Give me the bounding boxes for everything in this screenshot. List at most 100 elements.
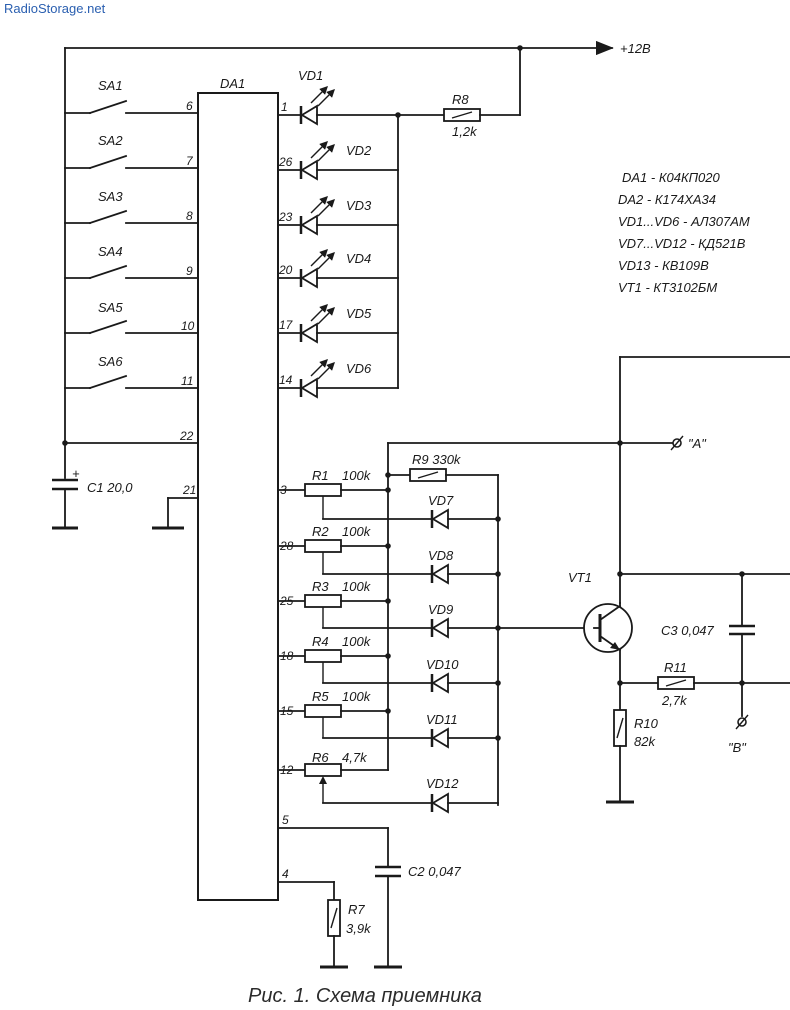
led-vd1: VD1 1 [277, 68, 399, 126]
led-label: VD4 [346, 251, 371, 266]
switch-sa5: SA5 10 [64, 300, 199, 335]
pin-number: 18 [280, 649, 294, 663]
resistor-value: 100k [342, 689, 372, 704]
diode-label: VD11 [426, 712, 458, 727]
resistor-name: R6 [312, 750, 329, 765]
resistor-value: 4,7k [342, 750, 368, 765]
pin-number: 8 [186, 209, 193, 223]
resistor-name: R5 [312, 689, 329, 704]
svg-text:+: + [72, 466, 80, 481]
supply-rail: +12В [64, 40, 651, 116]
spec-line: VD1...VD6 - АЛ307АМ [618, 214, 750, 229]
diode-label: VD9 [428, 602, 453, 617]
resistor-name: R4 [312, 634, 329, 649]
resistor-r8: R8 1,2k [395, 92, 521, 139]
tuning-row-6: 12 R6 4,7k VD12 [277, 750, 499, 814]
switch-label: SA5 [98, 300, 123, 315]
pin-number: 10 [181, 319, 195, 333]
resistor-value: 100k [342, 524, 372, 539]
spec-line: VT1 - КТ3102БМ [618, 280, 717, 295]
spec-line: VD7...VD12 - КД521В [618, 236, 746, 251]
led-vd2: VD2 26 [277, 141, 399, 181]
pin-number: 6 [186, 99, 193, 113]
point-b: "В" [728, 714, 749, 755]
switch-label: SA4 [98, 244, 123, 259]
led-label: VD5 [346, 306, 372, 321]
switch-sa4: SA4 9 [64, 244, 199, 280]
resistor-value: 3,9k [346, 921, 372, 936]
switch-label: SA6 [98, 354, 123, 369]
led-vd5: VD5 17 [277, 304, 399, 344]
led-label: VD6 [346, 361, 372, 376]
point-a-label: "А" [688, 436, 707, 451]
spec-line: DA2 - К174ХА34 [618, 192, 716, 207]
component-list: DA1 - К04КП020 DA2 - К174ХА34 VD1...VD6 … [618, 170, 750, 295]
switch-sa1: SA1 6 [64, 78, 199, 115]
resistor-value: 82k [634, 734, 656, 749]
resistor-value: 100k [342, 468, 372, 483]
tuning-row-4: 18 R4 100k VD10 [277, 634, 501, 694]
pin-number: 26 [278, 155, 293, 169]
switch-sa2: SA2 7 [64, 133, 199, 170]
pin-number: 23 [278, 210, 293, 224]
pin-number: 22 [179, 429, 194, 443]
pin-number: 17 [279, 318, 294, 332]
point-b-label: "В" [728, 740, 747, 755]
diode-label: VD10 [426, 657, 459, 672]
resistor-r11: R11 2,7k [617, 660, 790, 708]
pin-number: 11 [181, 374, 193, 388]
pin-number: 12 [280, 763, 294, 777]
led-label: VD2 [346, 143, 372, 158]
switch-label: SA1 [98, 78, 123, 93]
led-vd3: VD3 23 [277, 196, 399, 236]
diode-label: VD8 [428, 548, 454, 563]
resistor-value: 100k [342, 634, 372, 649]
transistor-label: VT1 [568, 570, 592, 585]
capacitor-c2: 5 C2 0,047 [277, 813, 462, 969]
resistor-r10: R10 82k [606, 709, 659, 804]
led-vd4: VD4 20 [277, 249, 399, 289]
led-vd6: VD6 14 [277, 359, 399, 399]
spec-line: VD13 - КВ109В [618, 258, 709, 273]
pin-number: 9 [186, 264, 193, 278]
resistor-name: R3 [312, 579, 329, 594]
tuning-row-3: 25 R3 100k VD9 [277, 579, 595, 639]
led-label: VD1 [298, 68, 323, 83]
pin-number: 7 [186, 154, 194, 168]
resistor-name: R1 [312, 468, 329, 483]
resistor-name: R2 [312, 524, 329, 539]
resistor-label: R9 330k [412, 452, 462, 467]
resistor-r9: R9 330k [385, 452, 499, 482]
pin-number: 15 [280, 704, 294, 718]
pin-number: 4 [282, 867, 289, 881]
pin-number: 25 [279, 594, 294, 608]
diode-label: VD12 [426, 776, 459, 791]
pin-number: 5 [282, 813, 289, 827]
switch-label: SA3 [98, 189, 123, 204]
resistor-r7: 4 R7 3,9k [277, 867, 372, 969]
pin-number: 21 [182, 483, 196, 497]
watermark: RadioStorage.net [4, 1, 106, 16]
supply-label: +12В [620, 41, 651, 56]
switch-sa6: SA6 11 [64, 354, 199, 390]
diode-label: VD7 [428, 493, 454, 508]
resistor-name: R10 [634, 716, 659, 731]
led-label: VD3 [346, 198, 372, 213]
capacitor-c3: C3 0,047 [617, 571, 790, 717]
ic-label: DA1 [220, 76, 245, 91]
capacitor-label: C2 0,047 [408, 864, 462, 879]
pin-22-wire: 22 [62, 429, 199, 446]
switch-sa3: SA3 8 [64, 189, 199, 225]
resistor-name: R11 [664, 660, 687, 675]
pin-number: 1 [281, 100, 288, 114]
resistor-name: R7 [348, 902, 365, 917]
pin-number: 20 [278, 263, 293, 277]
pin-number: 3 [280, 483, 287, 497]
capacitor-label: C1 20,0 [87, 480, 133, 495]
resistor-value: 2,7k [661, 693, 688, 708]
spec-line: DA1 - К04КП020 [622, 170, 721, 185]
pin-number: 28 [279, 539, 294, 553]
pin-number: 14 [279, 373, 293, 387]
switch-label: SA2 [98, 133, 123, 148]
